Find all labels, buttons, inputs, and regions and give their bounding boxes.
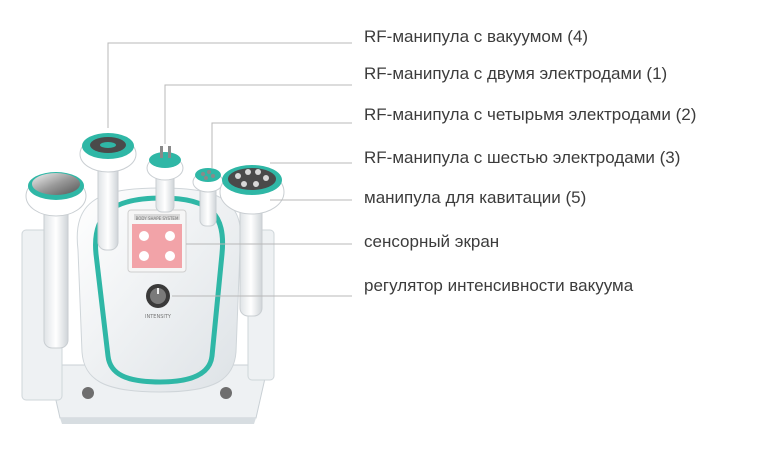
cavitation-handpiece[interactable]: [25, 172, 87, 349]
leader-line-bipolar-rf: [164, 84, 352, 144]
callout-bipolar-rf-handpiece: RF-манипула с двумя электродами (1): [364, 64, 668, 83]
screen-button-icon[interactable]: [165, 251, 175, 261]
tetrapolar-rf-handpiece[interactable]: [192, 168, 224, 227]
callout-touch-screen: сенсорный экран: [364, 232, 500, 251]
vacuum-rf-handpiece[interactable]: [79, 133, 137, 251]
callout-vacuum-intensity-knob: регулятор интенсивности вакуума: [364, 276, 634, 295]
screen-header-bar: [134, 214, 180, 220]
hexapolar-rf-handpiece[interactable]: [219, 165, 285, 317]
callout-hexapolar-rf-handpiece: RF-манипула с шестью электродами (3): [364, 148, 681, 167]
leader-line-tetrapolar-rf: [211, 122, 352, 168]
screen-header-text: BODY SHAPE SYSTEM: [136, 216, 179, 221]
screen-button-icon[interactable]: [139, 251, 149, 261]
touch-screen[interactable]: [127, 209, 187, 273]
callout-tetrapolar-rf-handpiece: RF-манипула с четырьмя электродами (2): [364, 105, 697, 124]
leader-line-vacuum-rf: [107, 42, 352, 128]
vacuum-intensity-knob[interactable]: [146, 284, 170, 308]
screen-button-icon[interactable]: [139, 231, 149, 241]
bipolar-rf-handpiece[interactable]: [146, 146, 184, 213]
screen-button-icon[interactable]: [165, 231, 175, 241]
leader-lines: [107, 42, 352, 297]
knob-label: INTENSITY: [145, 314, 172, 320]
callout-cavitation-handpiece: манипула для кавитации (5): [364, 188, 587, 207]
callout-vacuum-rf-handpiece: RF-манипула с вакуумом (4): [364, 27, 589, 46]
